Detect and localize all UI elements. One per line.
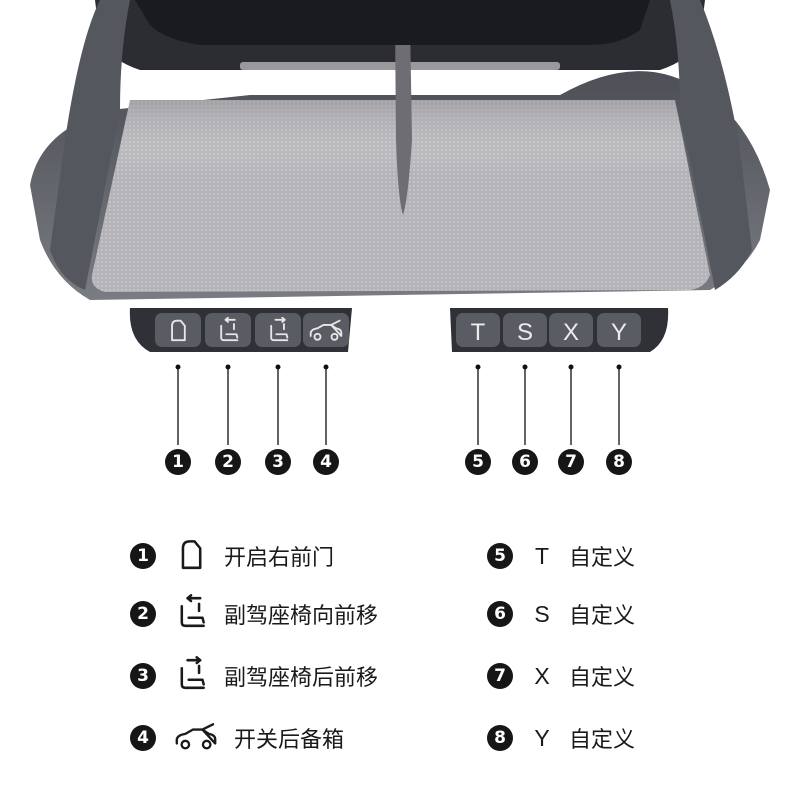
center-divider [395,20,412,215]
right-wall [670,0,752,290]
letter-button-s[interactable]: S [503,313,547,347]
callout-number-5: 5 [465,449,491,475]
front-door-icon [181,540,202,570]
legend-icon-wrap [168,720,224,756]
legend-icon-wrap [168,536,214,576]
panel-button-1[interactable] [155,313,201,347]
letter-button-label: Y [611,319,627,346]
seat-forward-icon [220,317,239,342]
legend-label: 自定义 [569,728,636,753]
front-door-icon [171,319,186,342]
upper-opening [135,0,650,45]
callout-number-3: 3 [265,449,291,475]
legend-number: 1 [130,543,156,569]
legend-item-2: 2 副驾座椅向前移 [130,594,378,634]
letter-button-label: X [563,319,579,346]
callout-number-8: 8 [606,449,632,475]
letter-button-label: S [517,319,533,346]
panel-button-4[interactable] [303,313,349,347]
car-trunk-icon [309,319,343,341]
legend-item-1: 1 开启右前门 [130,536,334,576]
legend-number: 5 [487,543,513,569]
legend-icon-wrap [168,656,214,696]
callout-number-2: 2 [215,449,241,475]
legend-label: 自定义 [569,604,636,629]
panel-button-3[interactable] [255,313,301,347]
legend-number: 2 [130,601,156,627]
left-wall [50,0,130,290]
letter-button-label: T [471,319,486,346]
legend-label: 开关后备箱 [234,728,345,753]
car-trunk-icon [175,723,217,750]
seat-backward-icon [270,317,289,342]
legend-label: 自定义 [569,546,636,571]
legend-item-3: 3 副驾座椅后前移 [130,656,378,696]
callout-number-1: 1 [165,449,191,475]
callout-number-6: 6 [512,449,538,475]
legend-number: 6 [487,601,513,627]
legend-letter: X [534,662,550,689]
legend-number: 8 [487,725,513,751]
callout-number-7: 7 [558,449,584,475]
legend-number: 7 [487,663,513,689]
callout-number-4: 4 [313,449,339,475]
legend-letter: Y [534,724,550,751]
legend-label: 副驾座椅向前移 [224,604,379,629]
legend-letter: S [534,600,550,627]
legend-letter: T [534,542,550,569]
legend-label: 自定义 [569,666,636,691]
legend-icon-wrap [168,594,214,634]
legend-item-4: 4 开关后备箱 [130,718,344,758]
legend-number: 3 [130,663,156,689]
letter-button-x[interactable]: X [549,313,593,347]
letter-button-t[interactable]: T [456,313,500,347]
letter-button-y[interactable]: Y [597,313,641,347]
legend-label: 开启右前门 [224,546,335,571]
seat-backward-icon [180,656,205,690]
seat-forward-icon [180,594,205,628]
legend-label: 副驾座椅后前移 [224,666,379,691]
legend-number: 4 [130,725,156,751]
panel-button-2[interactable] [205,313,251,347]
